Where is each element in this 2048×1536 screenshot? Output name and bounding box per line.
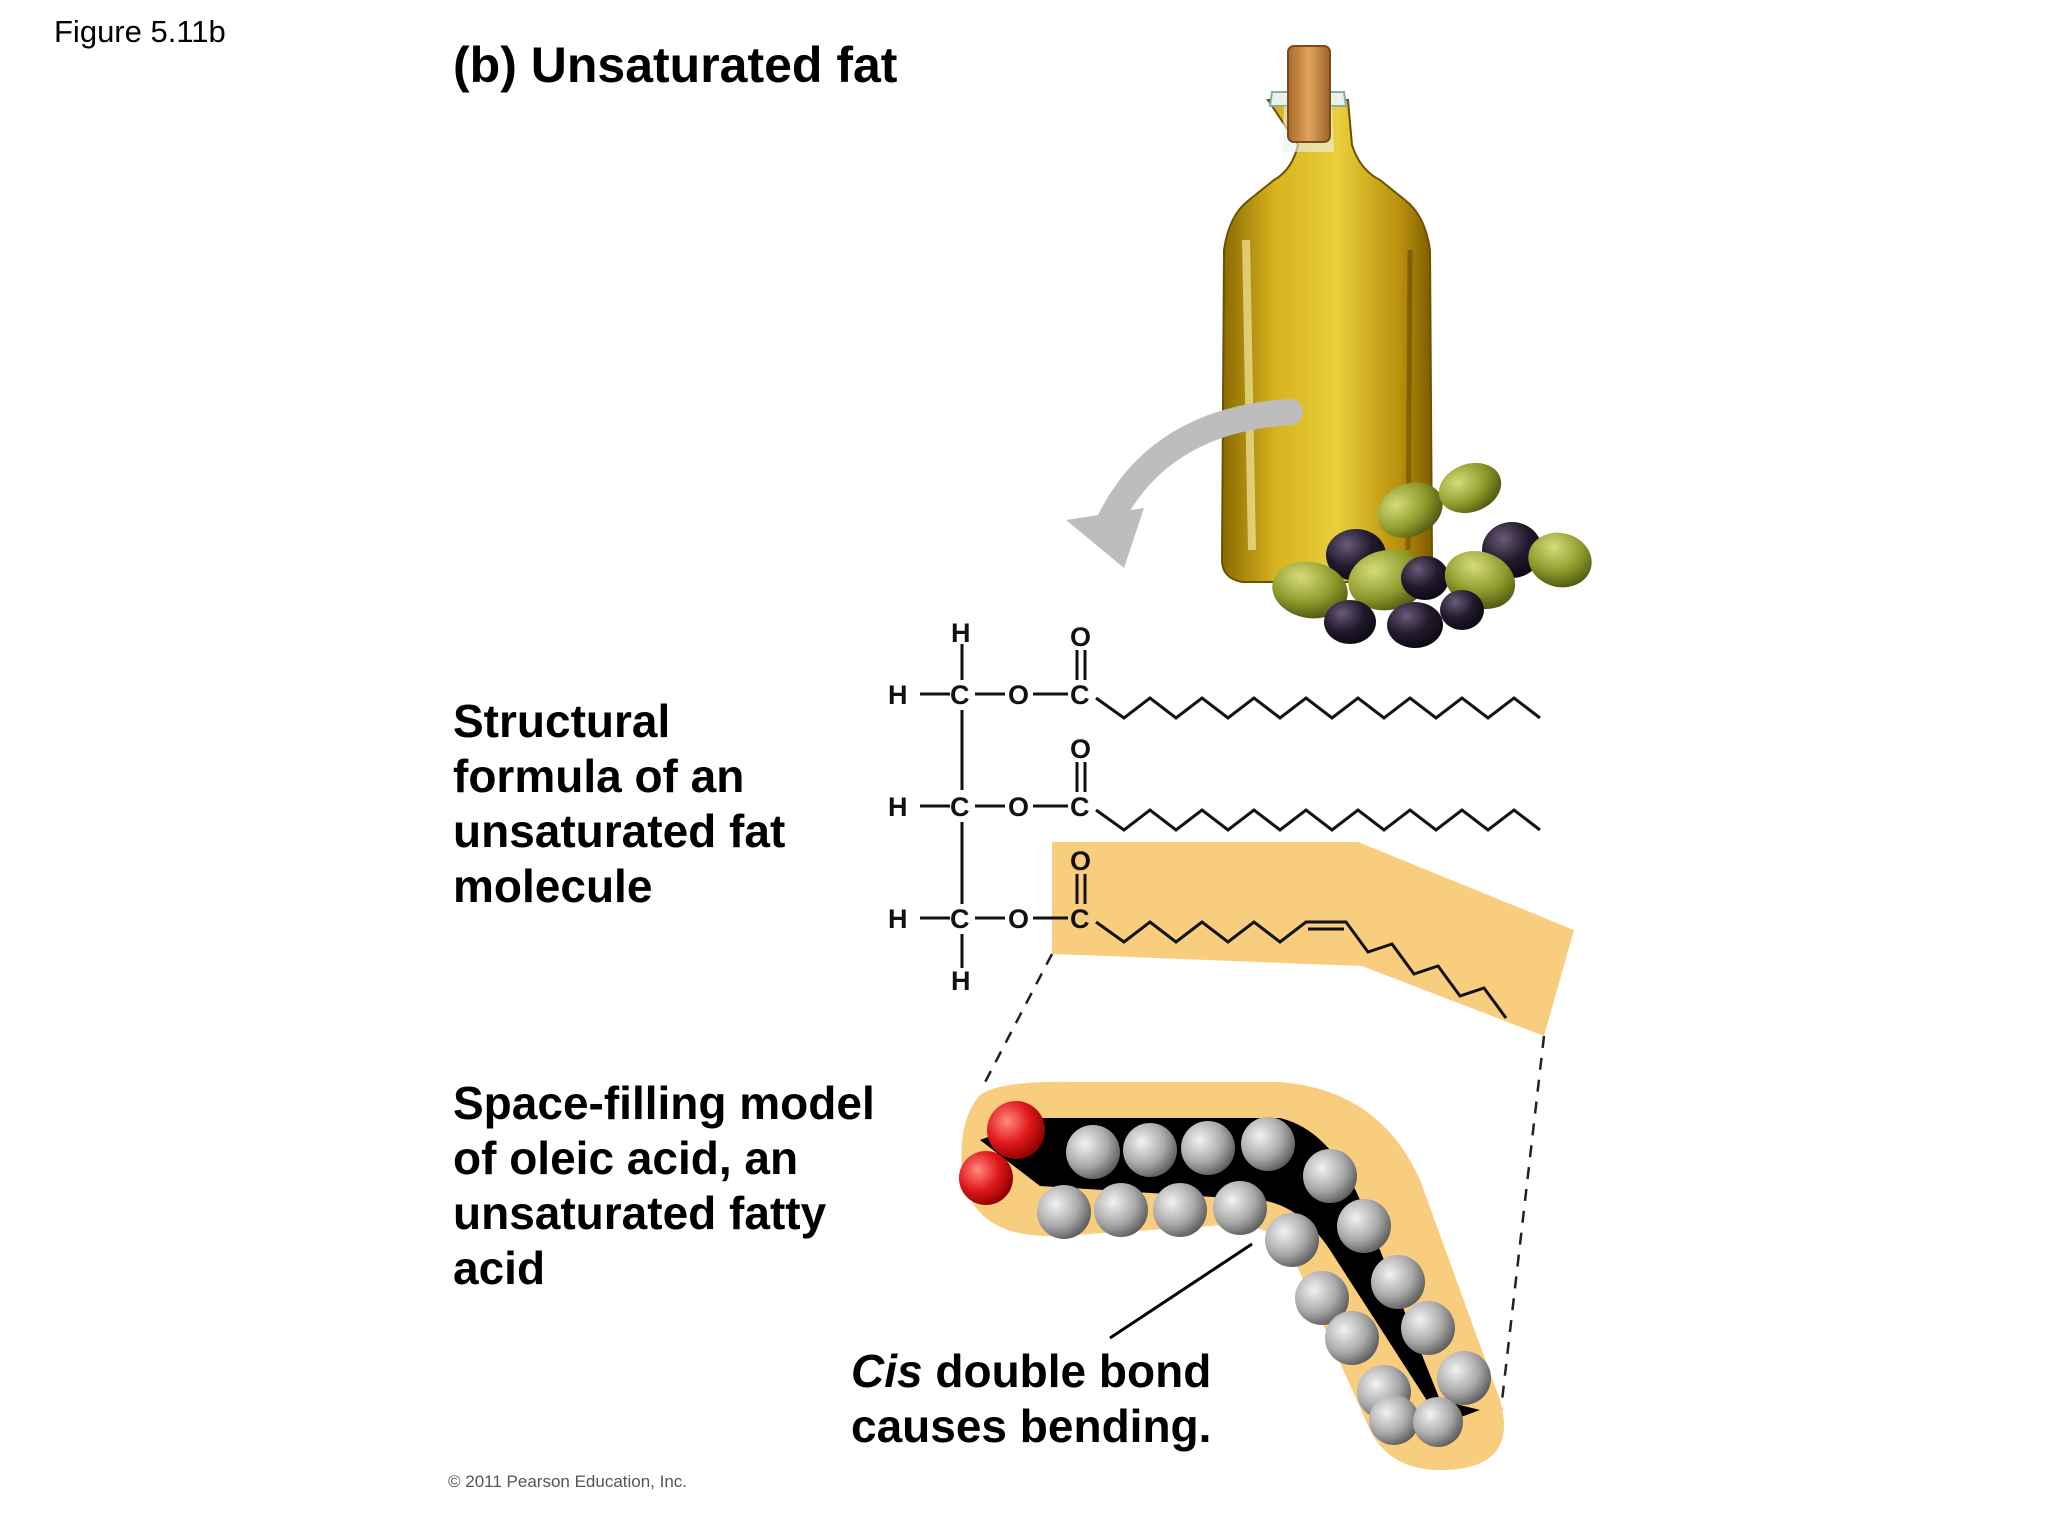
hydrogen-atom	[1213, 1181, 1267, 1235]
oxygen-atom-1	[987, 1101, 1045, 1159]
hydrogen-atom	[1369, 1395, 1419, 1445]
atom-c-1: C	[950, 680, 970, 710]
cis-italic-word: Cis	[851, 1345, 923, 1397]
highlighted-unsaturated-chain-background	[1052, 842, 1574, 1036]
hydrogen-atom	[1265, 1213, 1319, 1267]
saturated-chain-2	[1095, 808, 1541, 832]
atom-h-top: H	[951, 618, 971, 648]
hydrogen-atom	[1241, 1117, 1295, 1171]
olive-oil-bottle-illustration	[1220, 45, 1434, 583]
atom-c-carbonyl-2: C	[1070, 792, 1090, 822]
atom-c-carbonyl-1: C	[1070, 680, 1090, 710]
space-filling-atoms	[959, 1101, 1491, 1447]
atom-o-ester-3: O	[1008, 904, 1029, 934]
structural-formula-atoms: H H C O C O H C O C O H C O C O H	[888, 618, 1091, 996]
hydrogen-atom	[1337, 1199, 1391, 1253]
atom-o-carbonyl-2: O	[1070, 734, 1091, 764]
hydrogen-atom	[1123, 1123, 1177, 1177]
structural-formula	[920, 644, 1541, 1019]
hydrogen-atom	[1401, 1301, 1455, 1355]
carbon-backbone	[980, 1118, 1480, 1424]
atom-o-ester-1: O	[1008, 680, 1029, 710]
copyright-notice: © 2011 Pearson Education, Inc.	[448, 1472, 688, 1491]
cis-double-bond-pointer	[1109, 1242, 1253, 1340]
atom-o-carbonyl-3: O	[1070, 846, 1091, 876]
hydrogen-atom	[1325, 1311, 1379, 1365]
hydrogen-atom	[1303, 1149, 1357, 1203]
atom-h-1: H	[888, 680, 908, 710]
atom-c-2: C	[950, 792, 970, 822]
saturated-chain-1	[1095, 696, 1541, 720]
unsaturated-chain	[1095, 920, 1508, 1019]
hydrogen-atom	[1371, 1255, 1425, 1309]
curved-arrow-icon	[1066, 399, 1303, 568]
atom-c-3: C	[950, 904, 970, 934]
hydrogen-atom	[1295, 1271, 1349, 1325]
space-filling-model-caption: Space-filling model of oleic acid, an un…	[453, 1077, 875, 1294]
hydrogen-atom	[1413, 1397, 1463, 1447]
figure-title: (b) Unsaturated fat	[453, 37, 898, 93]
olives-illustration	[1272, 462, 1592, 648]
oxygen-atom-2	[959, 1151, 1013, 1205]
structural-formula-caption: Structural formula of an unsaturated fat…	[453, 695, 786, 912]
atom-o-ester-2: O	[1008, 792, 1029, 822]
cis-note-line1-rest: double bond	[922, 1345, 1212, 1397]
hydrogen-atom	[1153, 1183, 1207, 1237]
atom-h-2: H	[888, 792, 908, 822]
hydrogen-atom	[1066, 1125, 1120, 1179]
atom-c-carbonyl-3: C	[1070, 904, 1090, 934]
hydrogen-atom	[1094, 1183, 1148, 1237]
cis-double-bond-note: Cis double bond causes bending.	[851, 1344, 1211, 1454]
atom-h-bottom: H	[951, 966, 971, 996]
hydrogen-atom	[1037, 1185, 1091, 1239]
hydrogen-atom	[1437, 1351, 1491, 1405]
figure-label: Figure 5.11b	[54, 14, 226, 49]
cis-note-line2: causes bending.	[851, 1400, 1212, 1452]
hydrogen-atom	[1181, 1121, 1235, 1175]
atom-h-3: H	[888, 904, 908, 934]
zoom-guide-lines	[980, 953, 1546, 1419]
atom-o-carbonyl-1: O	[1070, 622, 1091, 652]
